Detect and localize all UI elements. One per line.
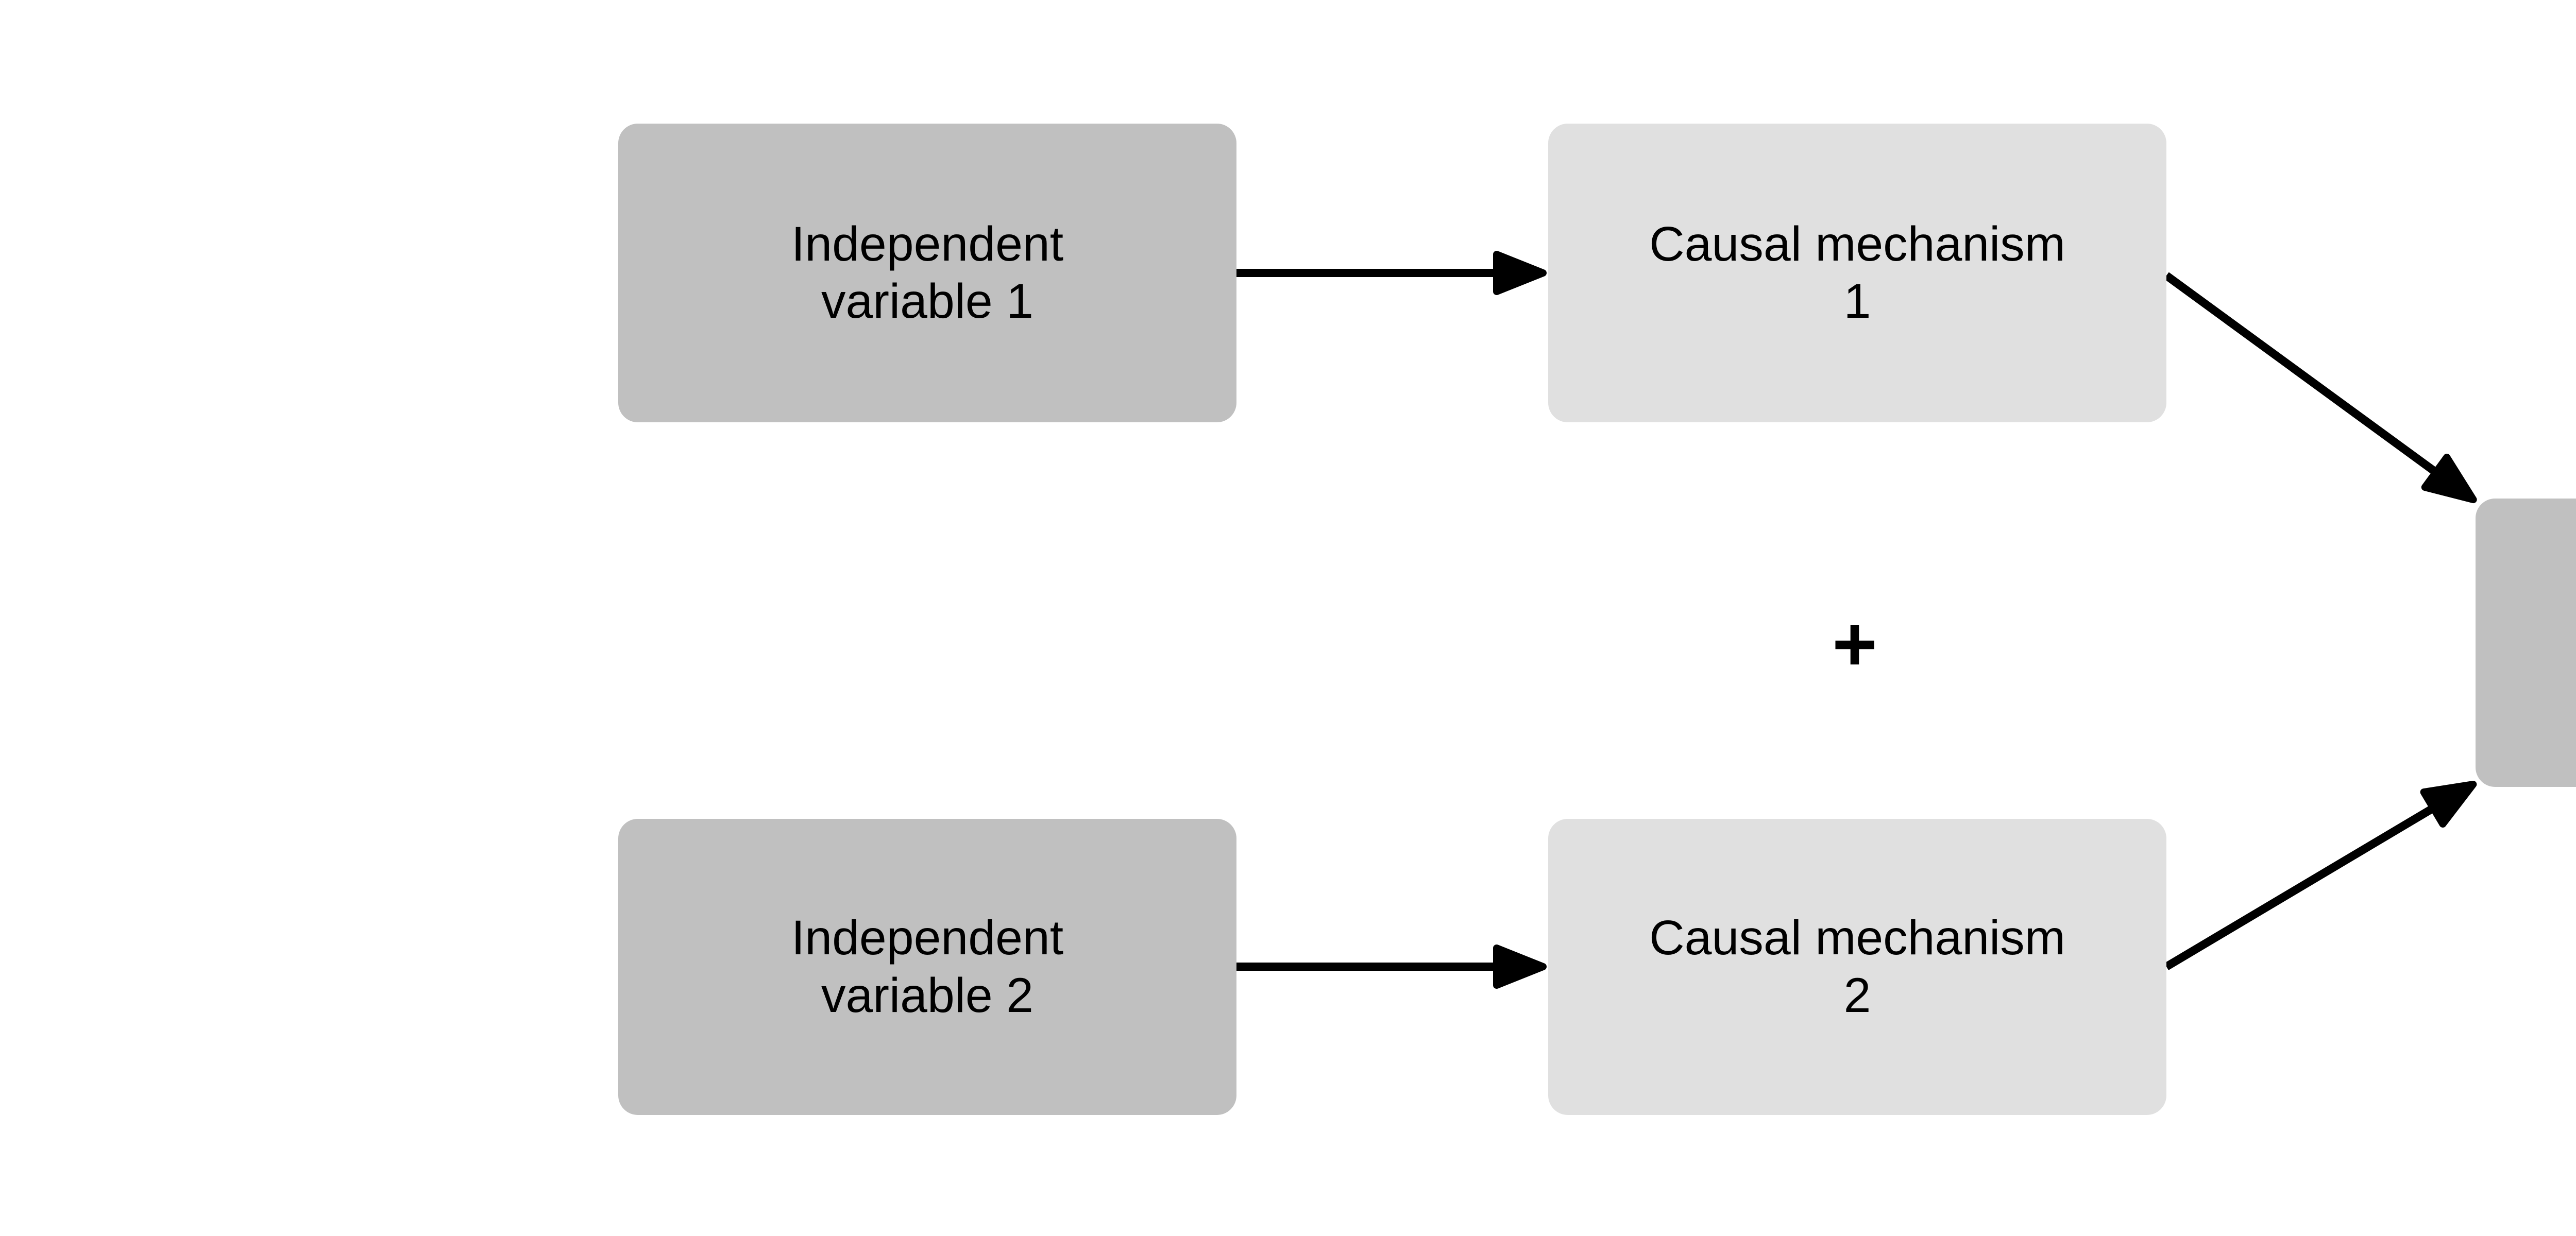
causal-mechanism-1-node: Causal mechanism 1 xyxy=(1548,124,2166,422)
causal-mechanism-1-label: Causal mechanism 1 xyxy=(1649,216,2065,329)
plus-operator: + xyxy=(1832,600,1877,687)
arrow-cm1-to-dv xyxy=(2164,272,2477,504)
dependent-variable-node: Dependent variable xyxy=(2476,499,2576,787)
independent-variable-1-label: Independent variable 1 xyxy=(791,216,1064,329)
independent-variable-1-node: Independent variable 1 xyxy=(618,124,1236,422)
causal-mechanism-2-label: Causal mechanism 2 xyxy=(1649,911,2065,1023)
independent-variable-2-node: Independent variable 2 xyxy=(618,819,1236,1115)
causal-mechanism-2-node: Causal mechanism 2 xyxy=(1548,819,2166,1115)
independent-variable-2-label: Independent variable 2 xyxy=(791,911,1064,1023)
arrow-cm2-to-dv xyxy=(2164,781,2477,970)
